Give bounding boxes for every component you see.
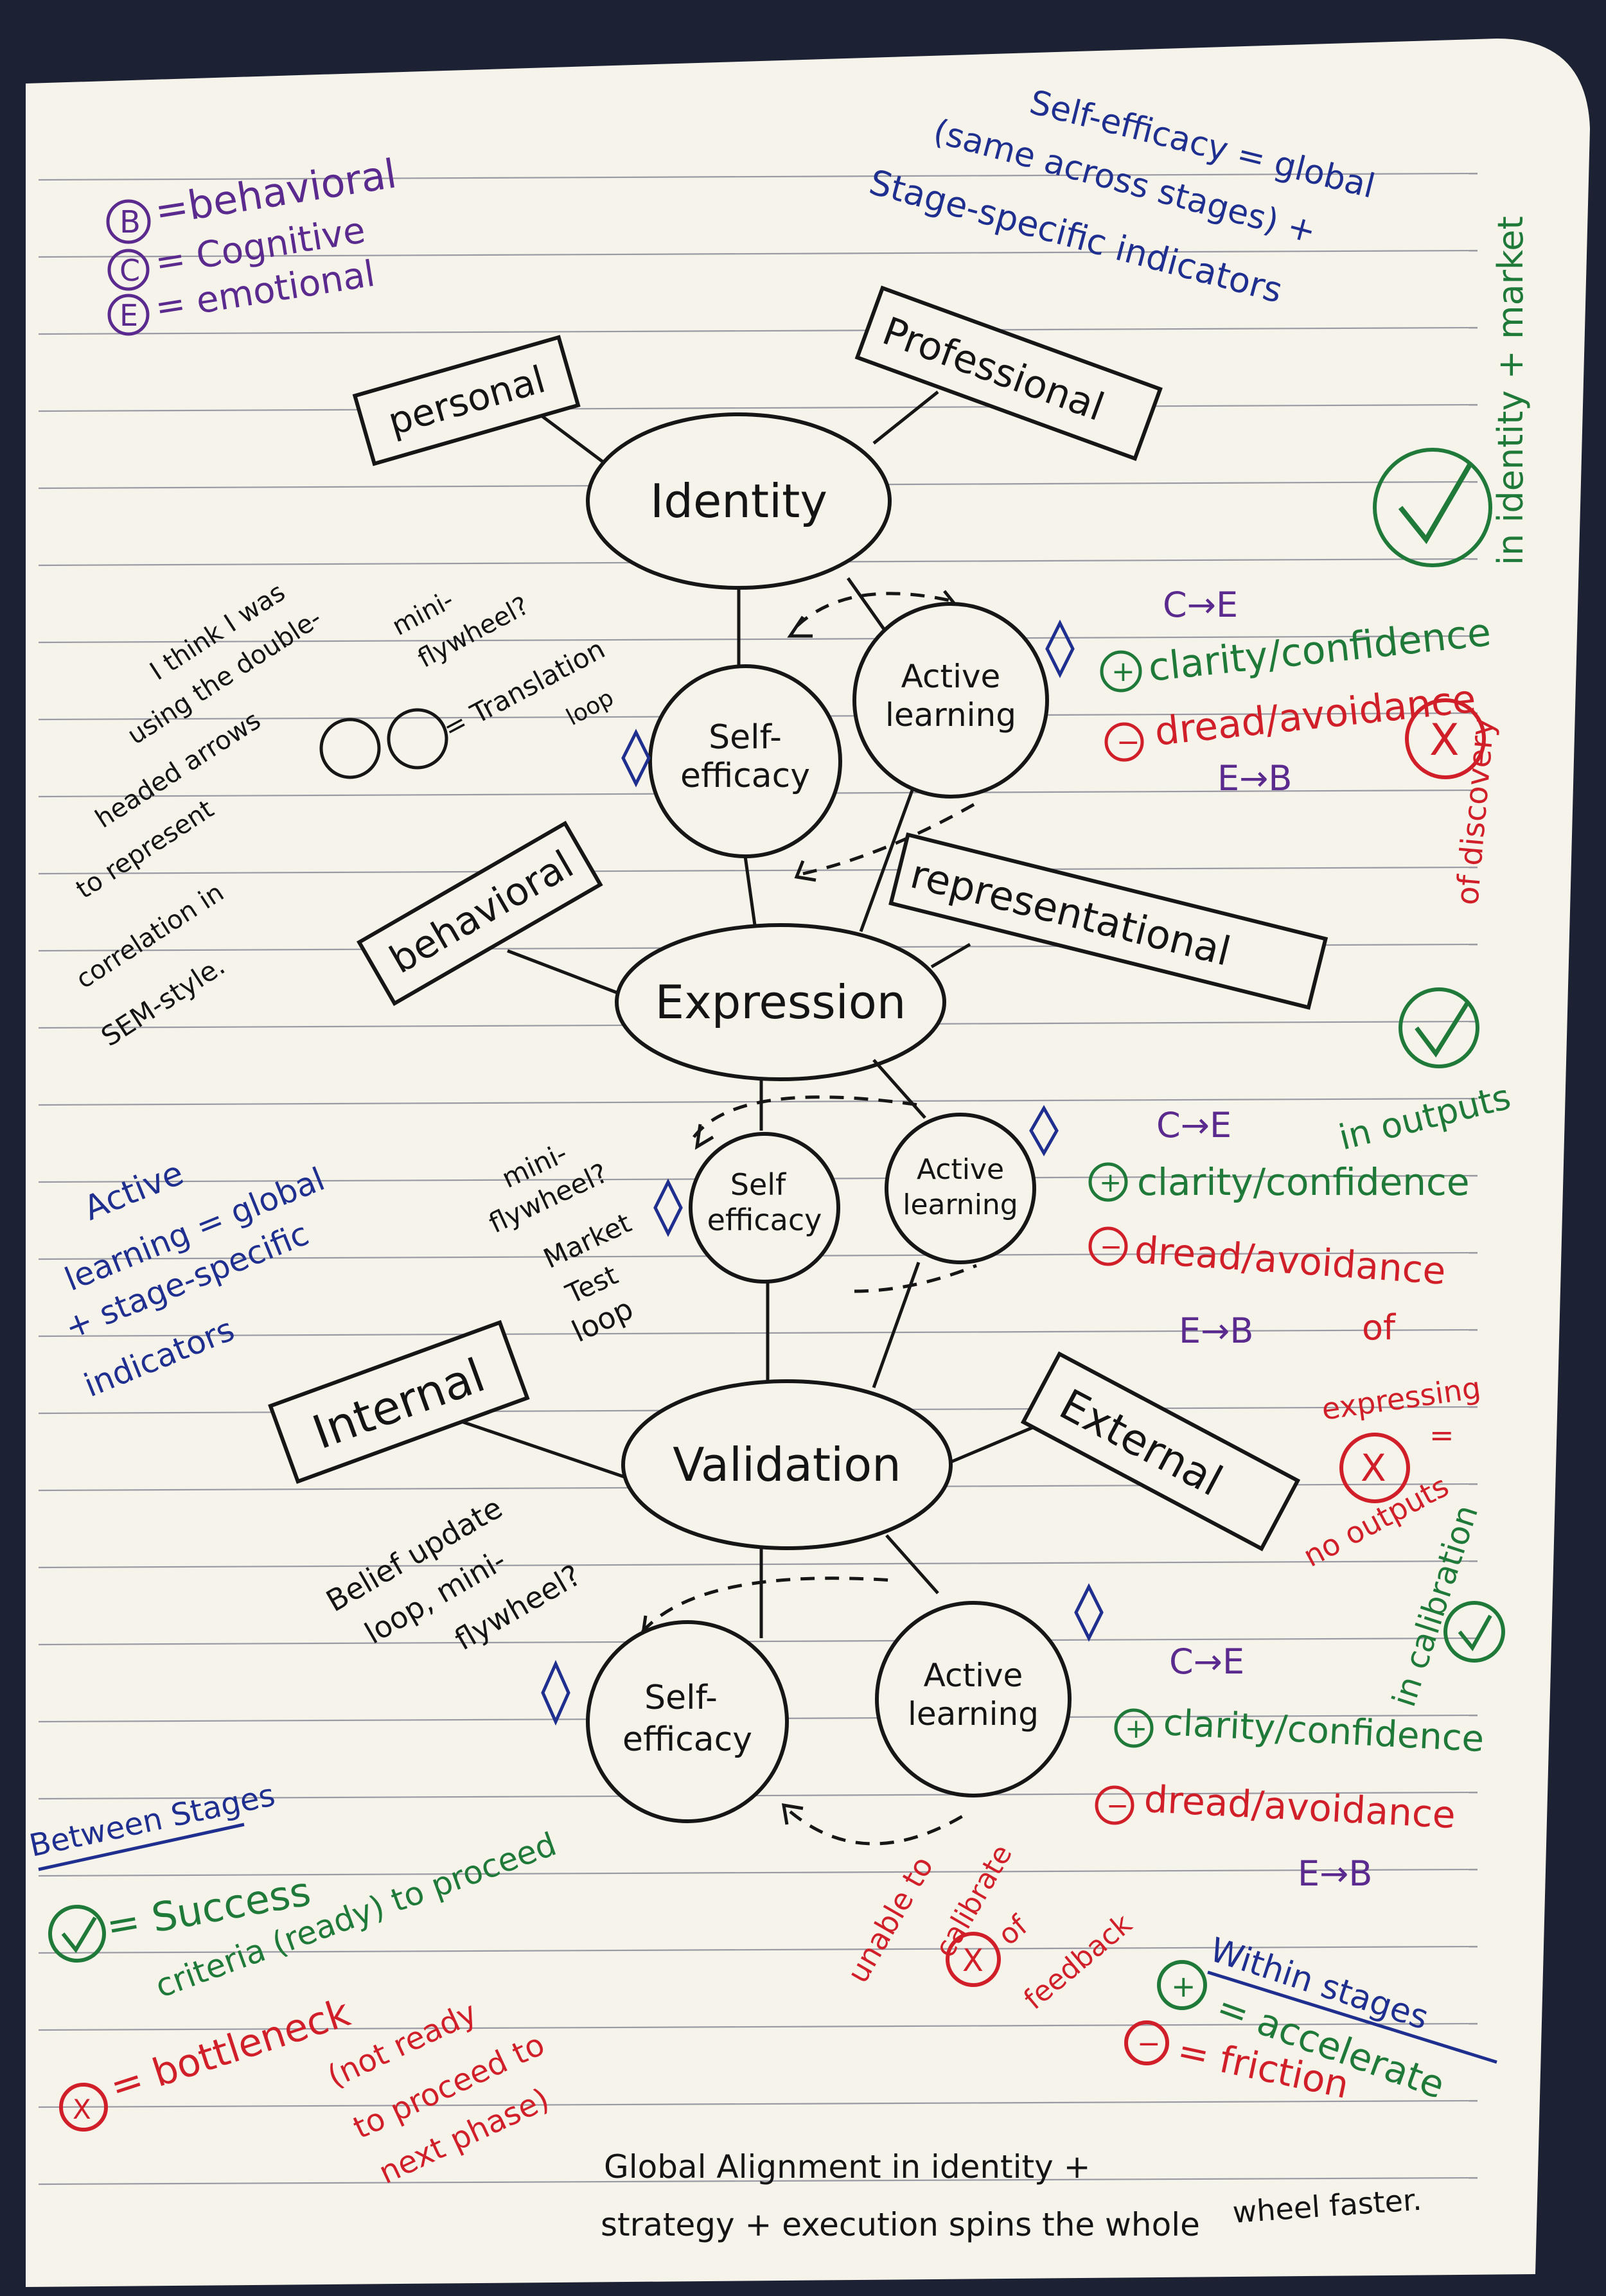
legend-c-letter: C — [119, 253, 140, 288]
legend-e-letter: E — [119, 298, 138, 333]
check-icon — [61, 1916, 97, 1954]
legend-b-letter: B — [119, 204, 141, 240]
x-circle-icon — [59, 2083, 108, 2132]
diamond-icon — [1045, 619, 1075, 678]
plus-sign: + — [1111, 655, 1135, 688]
check-circle-icon — [1443, 1601, 1505, 1663]
mini-loop-icon — [387, 708, 448, 770]
expression-e-to-b: E→B — [1179, 1311, 1253, 1351]
identity-c-to-e: C→E — [1163, 585, 1238, 625]
footer-note: Global Alignment in identity + strategy … — [601, 2148, 1423, 2243]
check-circle-icon — [1373, 448, 1492, 567]
plus-circle-icon — [1157, 1960, 1207, 2010]
identity-market-label: in identity + market — [1490, 216, 1531, 565]
validation-e-to-b: E→B — [1298, 1853, 1372, 1894]
node-expression — [615, 923, 946, 1081]
identity-al-line1: Active — [901, 658, 1001, 695]
node-expression-label: Expression — [655, 975, 906, 1029]
minus-sign: − — [1116, 726, 1140, 759]
check-icon — [1398, 461, 1474, 545]
check-circle-icon — [48, 1905, 106, 1963]
identity-al-line2: learning — [885, 696, 1016, 734]
minus-sign: − — [1137, 2027, 1161, 2060]
expression-se-line1: Self — [730, 1167, 787, 1202]
plus-circle-icon — [1114, 1708, 1154, 1748]
identity-e-to-b: E→B — [1217, 758, 1292, 799]
expression-al-line2: learning — [903, 1188, 1018, 1221]
plus-circle-icon — [1088, 1162, 1128, 1202]
diamond-icon — [653, 1178, 683, 1237]
x-sign: X — [962, 1943, 984, 1979]
check-icon — [1415, 1001, 1470, 1058]
node-expression-self-efficacy — [689, 1132, 840, 1284]
ruled-lines — [38, 172, 1478, 2186]
expression-al-line1: Active — [917, 1153, 1004, 1186]
plus-sign: + — [1171, 1969, 1196, 2004]
identity-se-line1: Self- — [709, 718, 782, 757]
footer-line-2: strategy + execution spins the whole — [601, 2206, 1200, 2243]
minus-circle-icon — [1095, 1785, 1134, 1825]
expression-eq: = — [1429, 1418, 1454, 1453]
validation-se-line2: efficacy — [622, 1720, 752, 1759]
minus-circle-icon — [1124, 2020, 1169, 2065]
expression-c-to-e: C→E — [1156, 1105, 1231, 1145]
node-validation — [621, 1379, 953, 1550]
x-circle-icon — [946, 1932, 1001, 1987]
diamond-icon — [1029, 1104, 1059, 1157]
minus-circle-icon — [1104, 722, 1144, 762]
node-validation-self-efficacy — [586, 1620, 789, 1823]
expression-se-line2: efficacy — [707, 1203, 822, 1237]
validation-se-line1: Self- — [644, 1679, 718, 1717]
x-circle-icon — [1339, 1433, 1410, 1503]
check-circle-icon — [1399, 987, 1479, 1068]
minus-sign: − — [1100, 1231, 1122, 1262]
validation-al-line2: learning — [908, 1695, 1039, 1733]
node-validation-active-learning — [875, 1601, 1072, 1797]
footer-line-1: Global Alignment in identity + — [604, 2148, 1091, 2186]
minus-circle-icon — [1088, 1226, 1128, 1266]
diamond-icon — [541, 1659, 570, 1726]
node-validation-label: Validation — [673, 1438, 901, 1492]
node-identity-label: Identity — [650, 474, 827, 528]
x-sign: X — [1429, 715, 1460, 766]
x-sign: X — [73, 2094, 91, 2125]
diamond-icon — [621, 729, 651, 788]
x-circle-icon — [1405, 698, 1486, 779]
node-identity-active-learning — [852, 602, 1049, 799]
expression-plus-text: clarity/confidence — [1137, 1160, 1470, 1204]
legend-e-circle — [107, 294, 150, 336]
node-expression-active-learning — [885, 1113, 1036, 1264]
minus-sign: − — [1106, 1790, 1129, 1821]
x-sign: X — [1361, 1446, 1386, 1490]
check-icon — [1458, 1614, 1492, 1652]
validation-c-to-e: C→E — [1169, 1641, 1244, 1682]
plus-sign: + — [1099, 1167, 1122, 1198]
expression-of: of — [1362, 1307, 1397, 1348]
legend-c-circle — [107, 249, 150, 291]
legend-b-circle — [106, 199, 151, 244]
diamond-icon — [1074, 1583, 1104, 1642]
mini-loop-icon — [319, 718, 381, 779]
plus-sign: + — [1125, 1713, 1147, 1744]
validation-al-line1: Active — [924, 1657, 1023, 1694]
identity-se-line2: efficacy — [680, 757, 810, 795]
plus-circle-icon — [1100, 650, 1142, 693]
